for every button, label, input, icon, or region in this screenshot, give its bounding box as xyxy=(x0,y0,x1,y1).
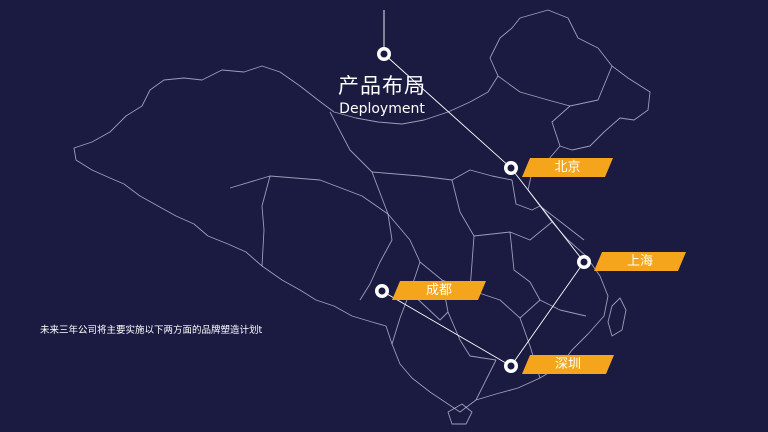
marker-shanghai xyxy=(577,255,591,269)
route-line-title-beijing xyxy=(383,53,512,169)
city-name-shenzhen: 深圳 xyxy=(554,357,581,372)
city-name-shanghai: 上海 xyxy=(626,254,653,269)
route-line-chengdu-shenzhen xyxy=(381,290,512,367)
route-line-shanghai-shenzhen xyxy=(510,261,585,367)
marker-beijing xyxy=(504,161,518,175)
map-markers xyxy=(375,47,591,373)
marker-chengdu xyxy=(375,284,389,298)
city-label-chengdu: 成都 xyxy=(392,281,486,300)
route-line-beijing-shanghai xyxy=(510,167,585,263)
description-text: 未来三年公司将主要实施以下两方面的品牌塑造计划t xyxy=(40,325,263,336)
map-outline xyxy=(73,9,651,425)
city-label-shenzhen: 深圳 xyxy=(522,355,614,374)
marker-title xyxy=(377,47,391,61)
page-title: 产品布局 xyxy=(338,74,426,98)
city-name-beijing: 北京 xyxy=(554,160,581,175)
route-lines xyxy=(381,10,585,367)
city-label-beijing: 北京 xyxy=(522,158,613,177)
city-name-chengdu: 成都 xyxy=(425,283,452,298)
city-label-shanghai: 上海 xyxy=(594,252,686,271)
marker-shenzhen xyxy=(504,359,518,373)
page-subtitle: Deployment xyxy=(339,101,425,117)
